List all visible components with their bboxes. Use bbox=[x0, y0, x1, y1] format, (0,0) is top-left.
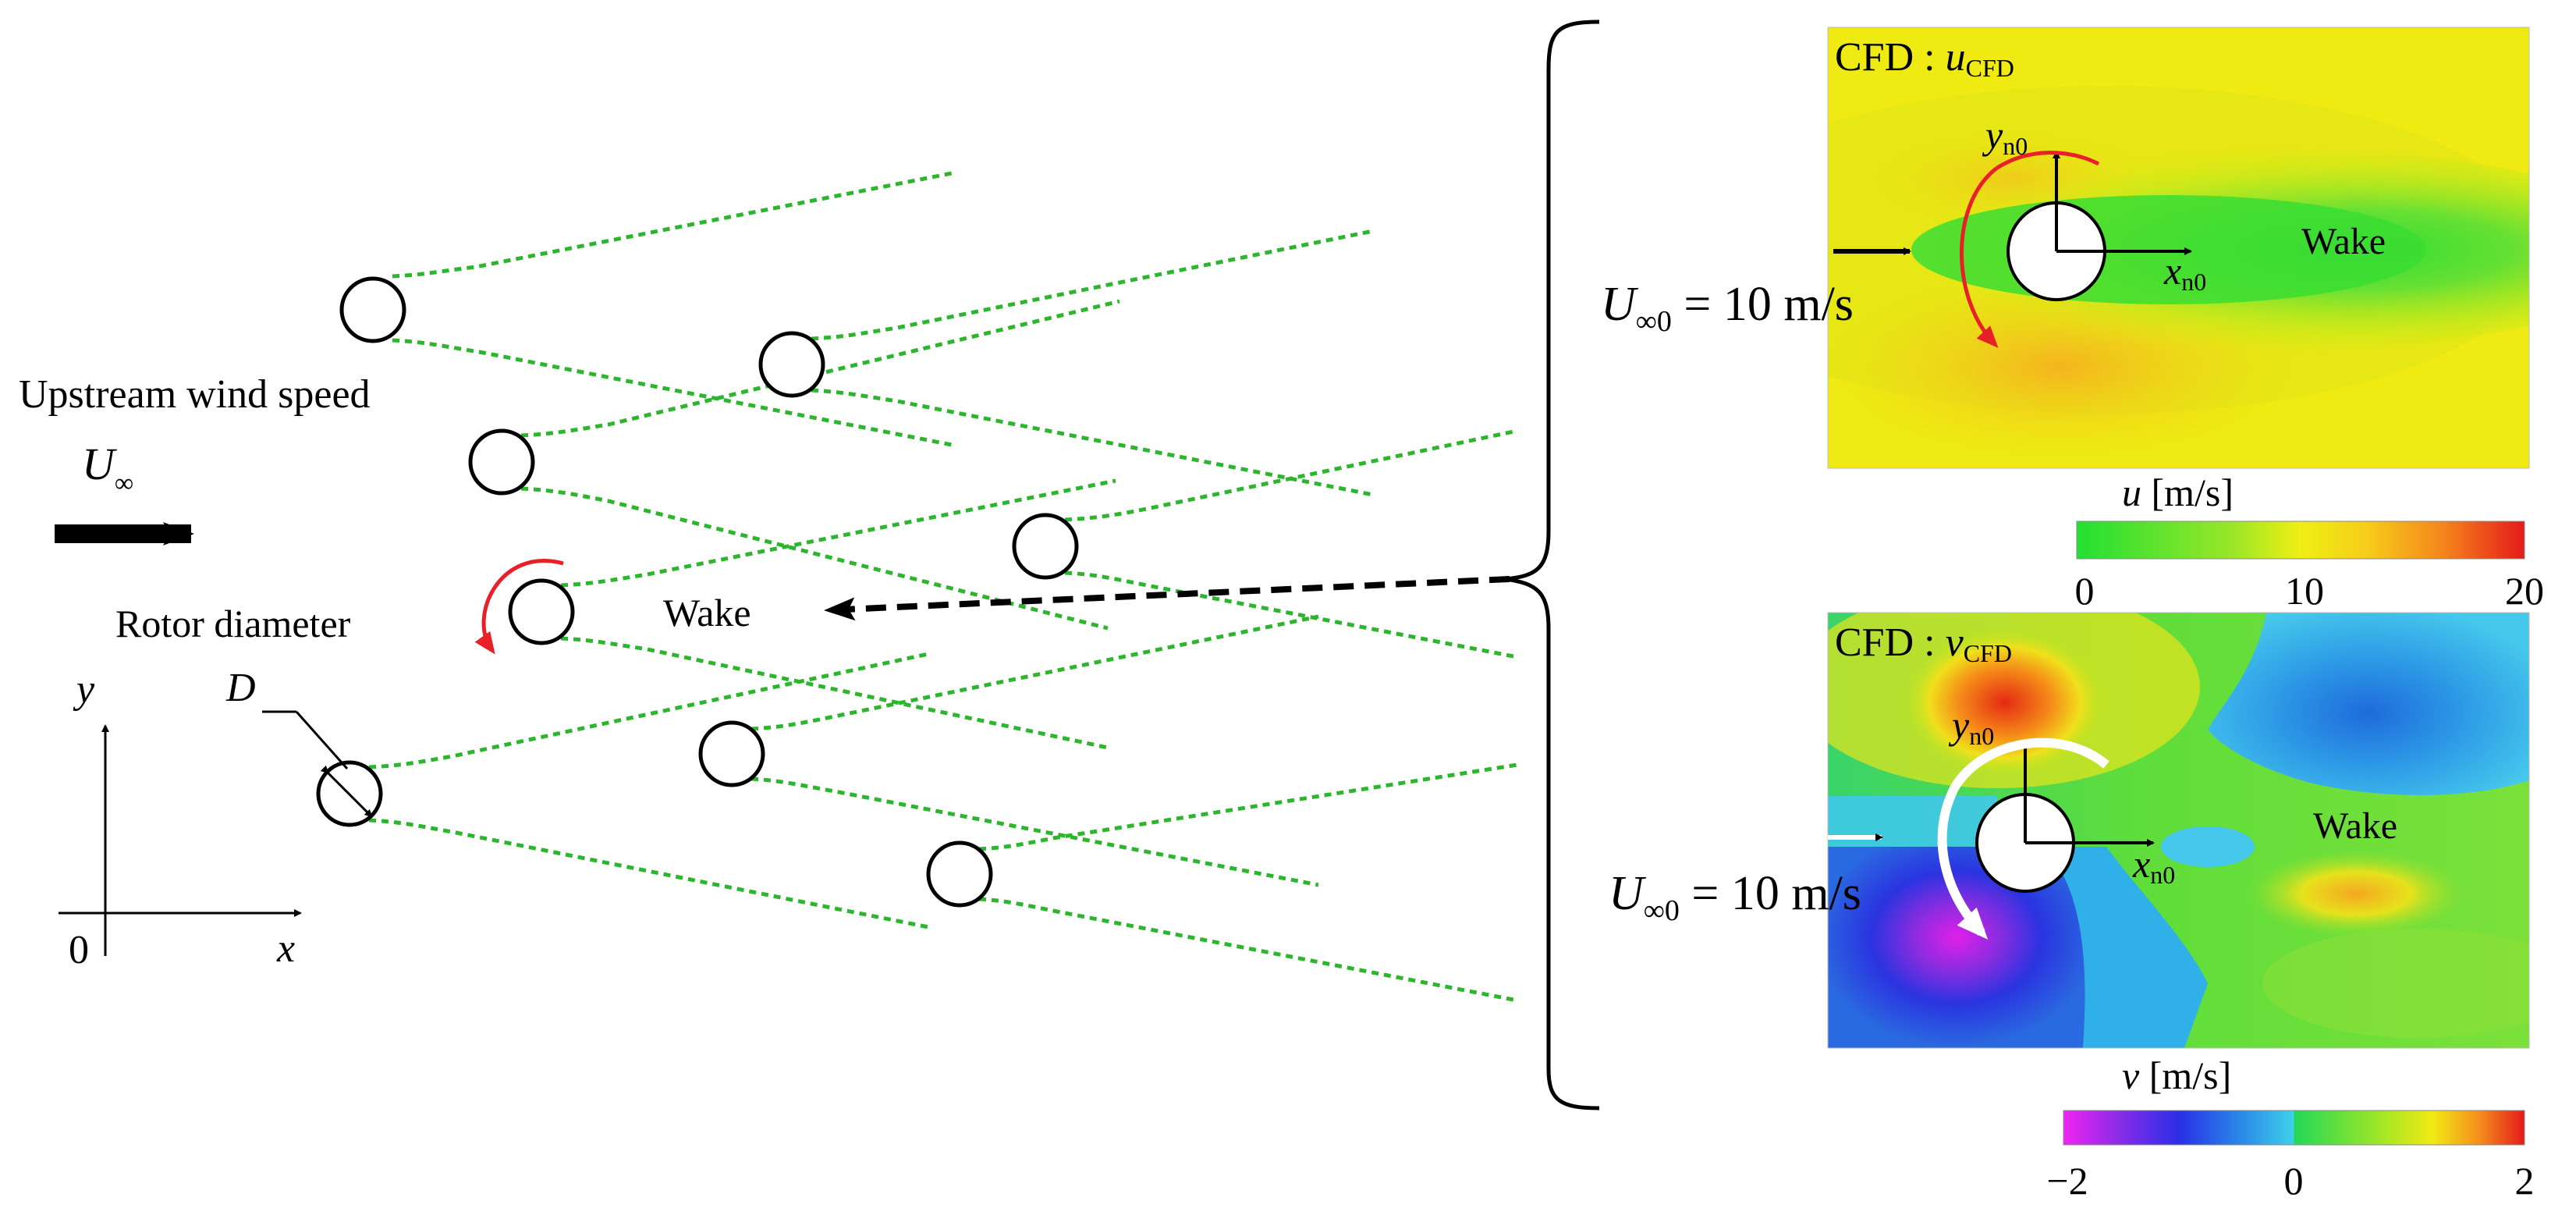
upstream-wind-label: Upstream wind speed bbox=[19, 372, 371, 417]
axis-x-label: x bbox=[276, 926, 295, 971]
u-colorbar bbox=[2076, 521, 2525, 560]
turbine-rotor bbox=[508, 578, 575, 645]
v-panel-wake-label: Wake bbox=[2313, 805, 2397, 847]
v-colorbar-tick: 2 bbox=[2515, 1159, 2535, 1203]
diameter-leader-line bbox=[295, 711, 349, 769]
u-colorbar-tick: 0 bbox=[2075, 569, 2095, 613]
turbine-rotor bbox=[698, 720, 765, 787]
turbine-rotor bbox=[926, 840, 993, 908]
diameter-symbol: D bbox=[225, 666, 256, 710]
v-colorbar-tick: −2 bbox=[2046, 1159, 2088, 1203]
diameter-arrow bbox=[320, 765, 373, 818]
turbine-rotor bbox=[339, 276, 406, 343]
v-panel-rotation-arrow-icon bbox=[1937, 737, 2109, 940]
pointer-dashed-arrow bbox=[824, 576, 1510, 621]
u-colorbar-label: u [m/s] bbox=[2122, 471, 2234, 514]
u-colorbar-tick: 10 bbox=[2285, 569, 2324, 613]
v-panel-title: CFD : vCFD bbox=[1835, 620, 2012, 667]
axis-y-label: y bbox=[73, 667, 95, 712]
u-panel-x-label: xn0 bbox=[2163, 249, 2206, 296]
rotation-arrow-icon bbox=[474, 559, 564, 655]
u-panel-wake-label: Wake bbox=[2301, 221, 2386, 262]
turbine-rotor bbox=[758, 331, 825, 398]
v-colorbar-tick: 0 bbox=[2284, 1159, 2304, 1203]
u-colorbar-tick: 20 bbox=[2505, 569, 2544, 613]
v-panel-inflow-label: U∞0 = 10 m/s bbox=[1609, 867, 1861, 927]
v-panel-x-label: xn0 bbox=[2132, 842, 2175, 889]
turbine-rotor bbox=[468, 428, 535, 496]
v-panel-y-label: yn0 bbox=[1948, 703, 1994, 750]
u-panel-inflow-label: U∞0 = 10 m/s bbox=[1601, 278, 1854, 338]
rotor-diameter-label: Rotor diameter bbox=[115, 602, 351, 645]
coordinate-axes bbox=[59, 724, 302, 956]
bracket-brace bbox=[1505, 20, 1600, 1111]
u-panel-rotation-arrow-icon bbox=[1960, 166, 1999, 348]
v-colorbar bbox=[2063, 1110, 2525, 1146]
u-field-panel bbox=[1828, 27, 2529, 468]
v-colorbar-label: v [m/s] bbox=[2122, 1054, 2231, 1097]
wake-label: Wake bbox=[663, 591, 751, 634]
u-inf-symbol: U∞ bbox=[82, 439, 133, 498]
origin-label: 0 bbox=[69, 928, 89, 972]
u-panel-title: CFD : uCFD bbox=[1835, 35, 2014, 82]
wake-lines bbox=[368, 171, 1518, 1003]
turbine-rotor bbox=[1012, 513, 1079, 580]
u-panel-y-label: yn0 bbox=[1982, 113, 2028, 160]
